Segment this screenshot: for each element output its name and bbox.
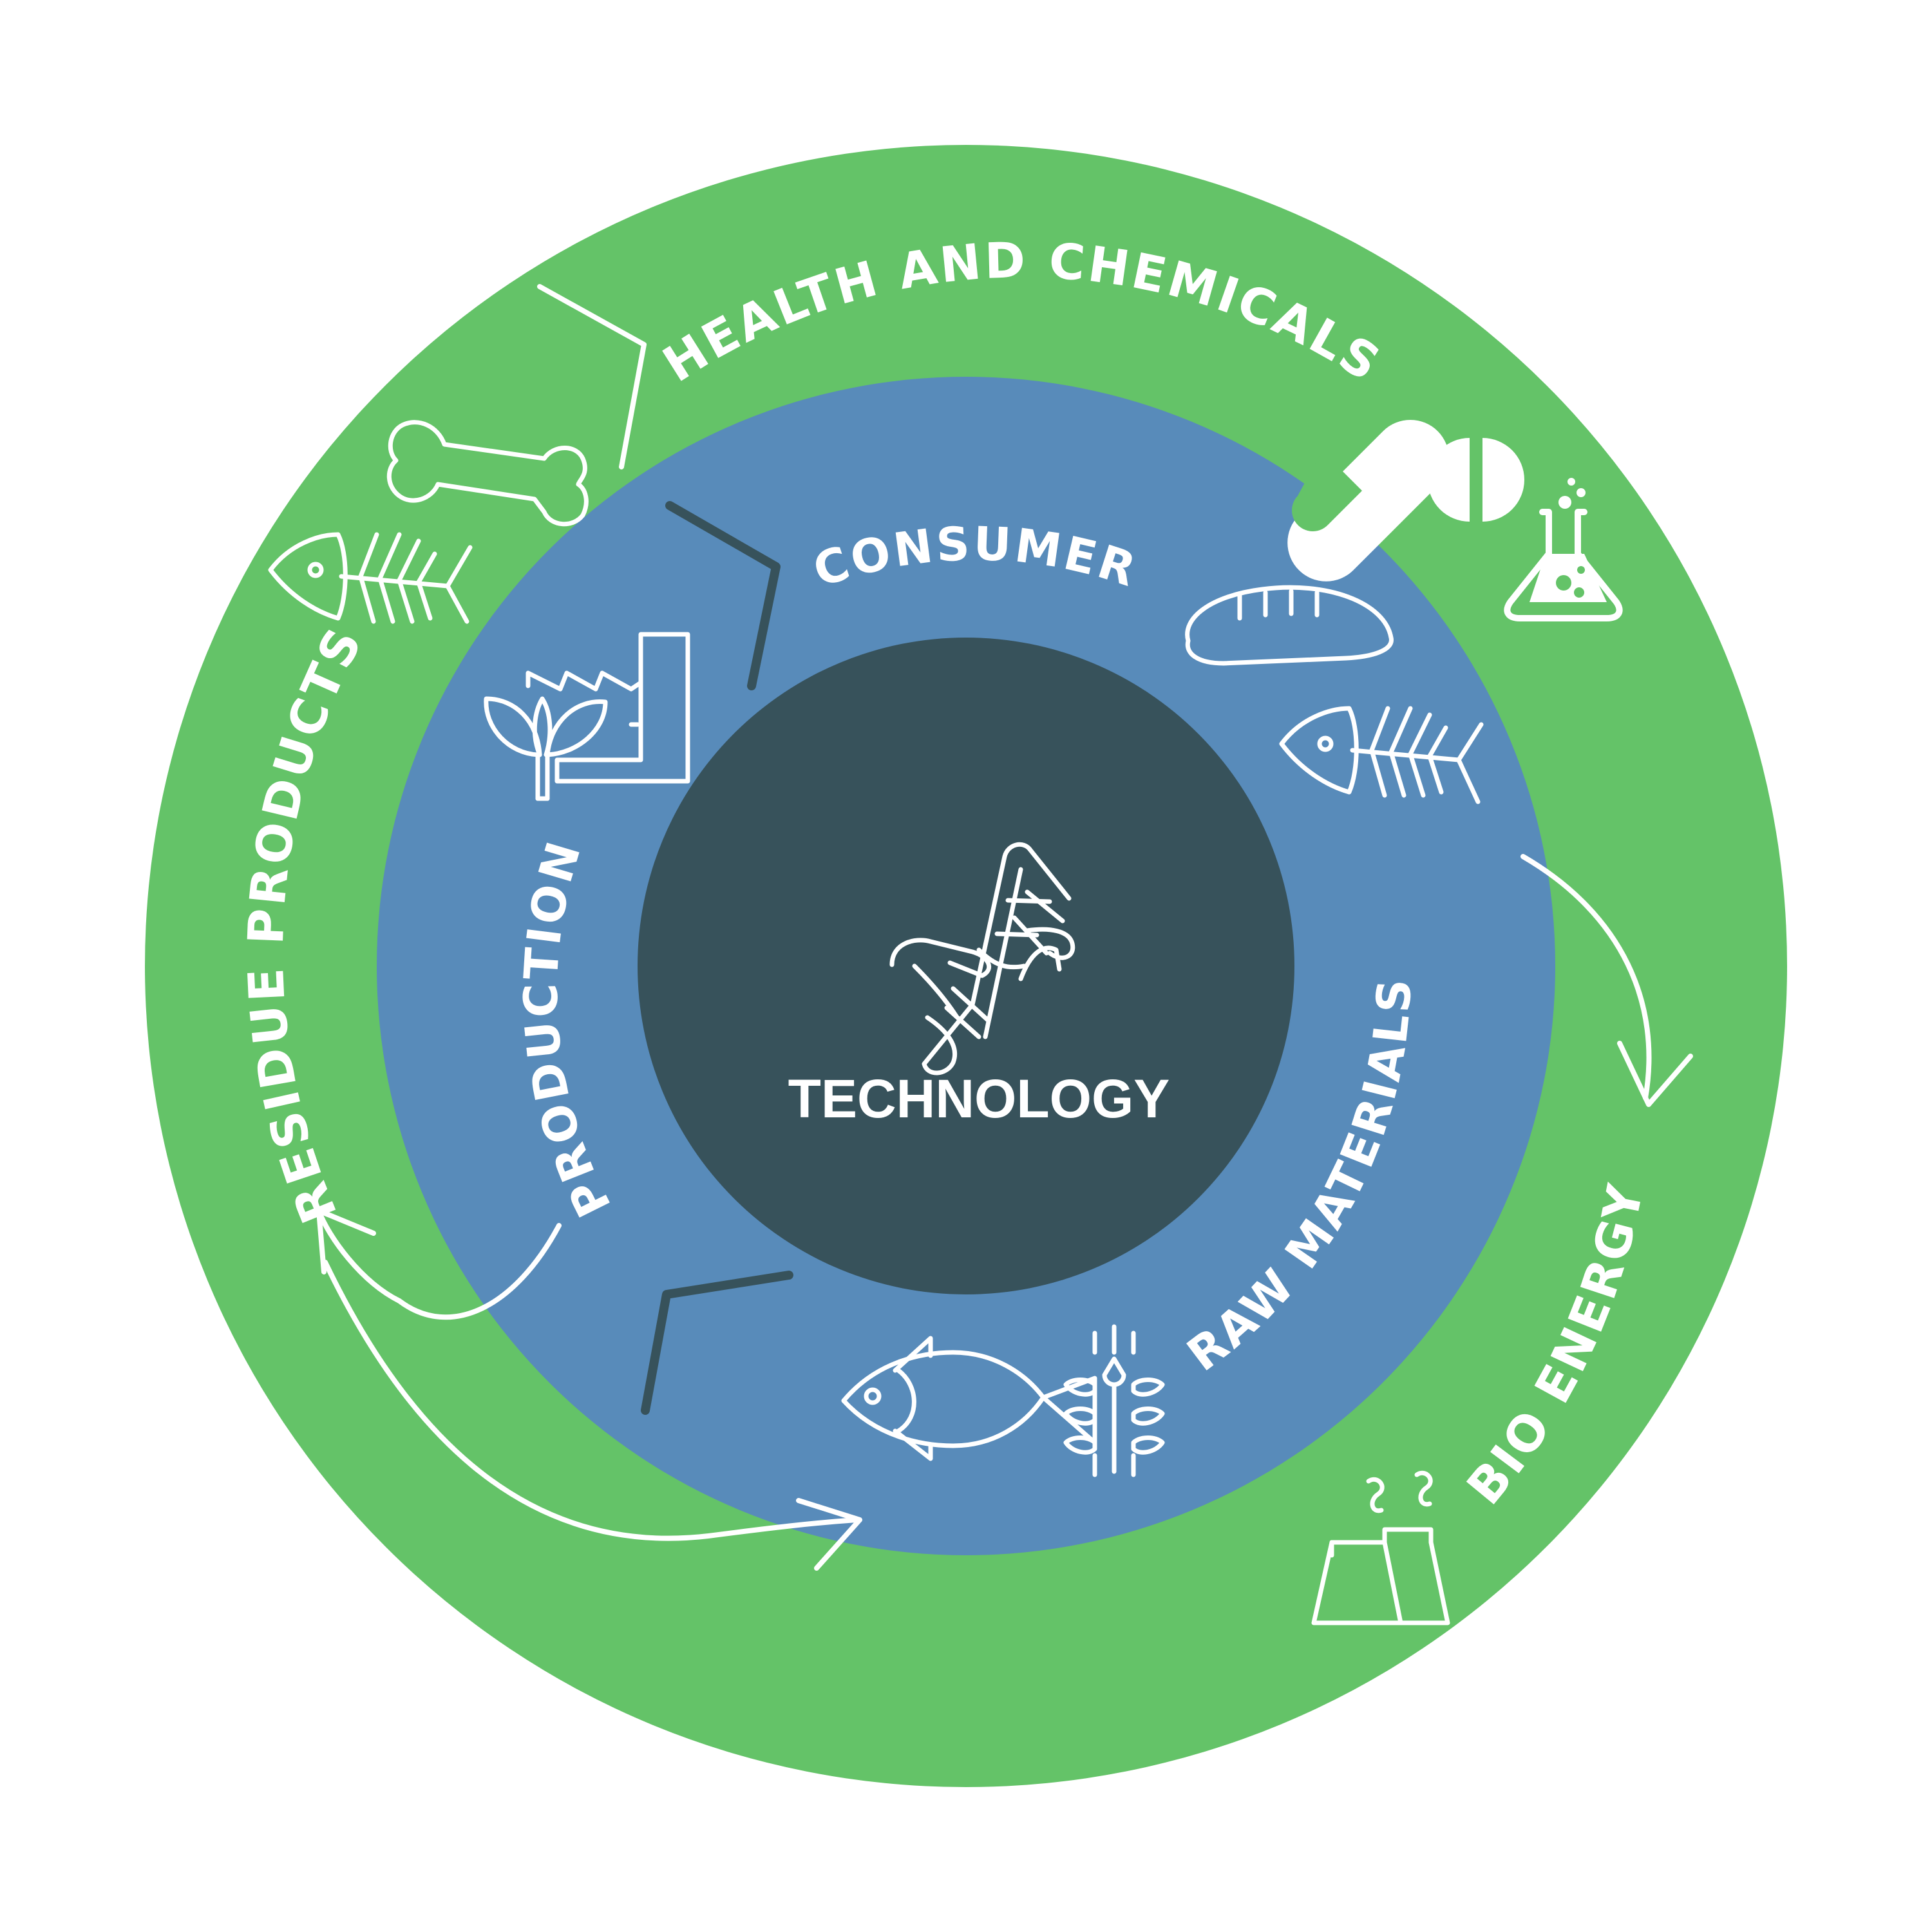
outer-arrow-top <box>537 284 647 469</box>
fish-bone-icon <box>1279 706 1484 804</box>
factory-plant-icon <box>484 632 690 801</box>
outer-arrow-production <box>316 1208 562 1320</box>
outer-arrow-left-head <box>316 1208 376 1274</box>
bread-icon <box>1185 585 1394 666</box>
pill-icon <box>1428 438 1524 522</box>
core-circle <box>638 638 1294 1294</box>
wheat-icon <box>1063 1324 1165 1477</box>
capsule-icon <box>1287 419 1450 582</box>
inner-arrow-bottom <box>641 1271 793 1415</box>
inner-cycle-arrows <box>641 501 793 1415</box>
dna-icon <box>889 842 1075 1075</box>
outer-arrow-bottom <box>323 1260 859 1541</box>
inner-arrow-top <box>665 501 781 690</box>
outer-arrow-bottom-head <box>796 1498 862 1571</box>
fish-bone-icon <box>268 532 473 624</box>
power-plant-icon <box>1311 1471 1450 1625</box>
outer-arrow-right <box>1520 854 1652 1101</box>
bone-icon <box>386 420 589 527</box>
technology-label: TECHNOLOGY <box>788 1068 1170 1129</box>
flask-icon <box>1504 478 1623 621</box>
outer-arrow-right-head <box>1617 1041 1693 1107</box>
fish-icon <box>841 1336 1097 1461</box>
outer-flow-arrows <box>316 284 1693 1571</box>
